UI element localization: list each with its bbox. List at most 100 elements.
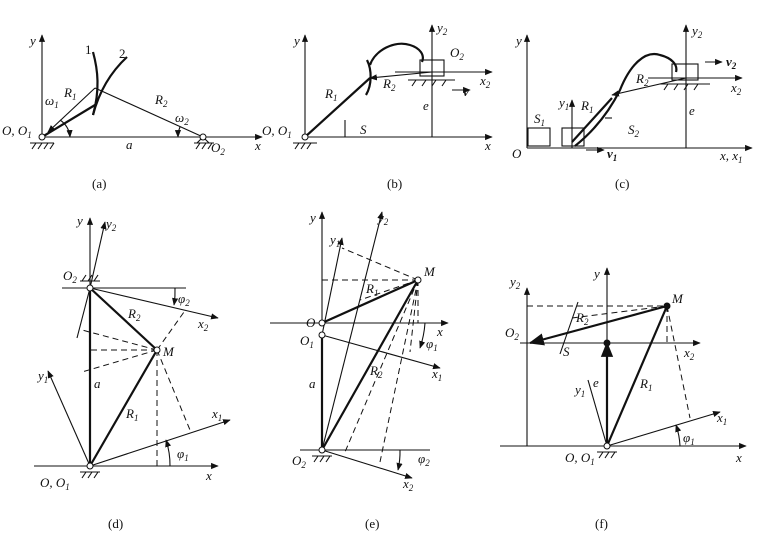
panel-b-label-r1: R1 (324, 86, 337, 103)
panel-f-label-x: x (735, 450, 742, 465)
panel-b-caption: (b) (387, 176, 402, 191)
panel-a-caption: (a) (92, 176, 106, 191)
panel-e: y y1 y2 x x1 x2 O O1 O2 M R1 R2 a φ1 φ2 … (270, 210, 449, 531)
panel-d-label-x2: x2 (197, 316, 209, 333)
panel-c-slider-2 (561, 127, 585, 147)
panel-e-label-o2: O2 (292, 453, 306, 470)
panel-d-label-y1: y1 (36, 368, 48, 385)
panel-a-label-y: y (28, 33, 36, 48)
panel-c-label-v2: v2 (726, 54, 737, 71)
panel-d: y y2 y1 x x1 x2 O, O1 O2 M R1 R2 a φ1 φ2… (34, 213, 231, 531)
panel-c-slider-1 (527, 127, 551, 147)
panel-d-label-a: a (94, 376, 101, 391)
panel-d-label-x: x (205, 468, 212, 483)
panel-e-label-x: x (436, 324, 443, 339)
panel-e-label-phi2: φ2 (418, 451, 430, 468)
panel-d-phi1-arc (165, 439, 172, 467)
panel-e-link-r2 (321, 279, 419, 451)
panel-a-label-omega1: ω1 (45, 93, 59, 110)
panel-a-label-a: a (126, 137, 133, 152)
panel-f-label-o-o1: O, O1 (565, 450, 595, 467)
panel-d-label-y2: y2 (104, 216, 117, 233)
panel-c-label-o: O (512, 146, 522, 161)
panel-d-x1-axis (89, 419, 231, 467)
panel-b: y y2 x x2 O, O1 O2 R1 R2 S e v (b) (262, 20, 493, 191)
panel-e-label-y2: y2 (376, 210, 389, 227)
panel-c-label-s2: S2 (628, 122, 640, 139)
panel-d-phi2-arc (172, 287, 179, 306)
panel-d-link-r2 (89, 287, 158, 351)
panel-b-link-r2 (369, 71, 433, 81)
panel-c-label-y2: y2 (690, 23, 703, 40)
panel-d-label-phi1: φ1 (177, 446, 189, 463)
panel-d-label-o2: O2 (63, 268, 77, 285)
panel-e-label-a: a (309, 376, 316, 391)
panel-f-x1-axis (606, 411, 721, 447)
panel-f-caption: (f) (595, 516, 608, 531)
panel-e-y2-axis (321, 211, 384, 451)
panel-c-label-v1: v1 (607, 146, 617, 163)
panel-b-label-r2: R2 (382, 76, 396, 93)
panel-a-label-omega2: ω2 (175, 110, 189, 127)
panel-e-label-y1: y1 (328, 232, 340, 249)
panel-c-label-x2: x2 (730, 80, 742, 97)
panel-e-label-y: y (308, 210, 316, 225)
panel-c-label-e: e (689, 103, 695, 118)
panel-d-label-r1: R1 (125, 406, 138, 423)
panel-d-label-phi2: φ2 (178, 291, 190, 308)
panel-c-label-x-x1: x, x1 (719, 148, 743, 165)
panel-b-label-y: y (292, 33, 300, 48)
panel-b-label-s: S (360, 122, 367, 137)
panel-b-curve-left (365, 59, 372, 96)
panel-d-ground-o1-icon (80, 471, 100, 479)
panel-c-caption: (c) (615, 176, 629, 191)
panel-c-label-y1: y1 (557, 95, 569, 112)
panel-e-label-o: O (306, 315, 316, 330)
panel-b-label-o2: O2 (450, 45, 464, 62)
panel-b-slider (419, 59, 445, 77)
panel-e-x1-axis (321, 334, 441, 370)
panel-a-link-r1 (41, 104, 96, 138)
panel-a: y x O, O1 O2 R1 R2 ω1 ω2 a 1 2 (a) (2, 33, 263, 191)
panel-f-label-phi1: φ1 (683, 430, 695, 447)
panel-d-label-r2: R2 (127, 306, 141, 323)
panel-b-label-x: x (484, 138, 491, 153)
panel-f-label-m: M (671, 291, 684, 306)
panel-d-label-y: y (75, 213, 83, 228)
panel-e-label-phi1: φ1 (426, 336, 438, 353)
panel-b-label-o-o1: O, O1 (262, 123, 292, 140)
panel-f-label-x1: x1 (716, 410, 727, 427)
panel-c: y y1 y2 x, x1 x2 O S1 S2 R1 R2 e v1 v2 (… (512, 23, 753, 191)
panel-e-label-r1: R1 (365, 281, 378, 298)
panel-f-link-r1 (605, 305, 669, 447)
panel-f-label-y1: y1 (573, 382, 585, 399)
panel-b-label-x2: x2 (479, 73, 491, 90)
panel-f-ground-o1-icon (597, 451, 617, 459)
panel-f-label-s: S (563, 344, 570, 359)
panel-a-label-o2: O2 (211, 140, 225, 157)
panel-e-label-r2: R2 (369, 363, 383, 380)
panel-f-link-r2 (528, 304, 668, 346)
panel-b-label-e: e (423, 98, 429, 113)
panel-e-caption: (e) (365, 516, 379, 531)
panel-b-label-y2: y2 (435, 20, 448, 37)
panel-e-phi1-arc (419, 322, 426, 349)
panel-f-phi1-arc (675, 424, 682, 447)
panel-b-label-v: v (463, 84, 469, 99)
panel-f-label-e: e (593, 375, 599, 390)
panel-e-phi2-arc (396, 449, 403, 471)
panel-b-link-r1 (304, 77, 371, 138)
panel-e-ground-o2-icon (312, 455, 332, 463)
panel-c-link-r2 (611, 77, 687, 97)
panel-c-slider-3 (671, 63, 699, 81)
panel-f-label-r1: R1 (639, 376, 652, 393)
panel-a-label-r1: R1 (63, 85, 76, 102)
panel-a-link-r2 (94, 87, 204, 138)
panel-a-label-o-o1: O, O1 (2, 123, 32, 140)
panel-c-label-r2: R2 (635, 71, 649, 88)
panel-c-label-s1: S1 (534, 111, 545, 128)
panel-e-link-r1 (321, 278, 419, 325)
panel-d-label-m: M (162, 344, 175, 359)
panel-e-y1-axis (321, 237, 344, 336)
panel-f-label-r2: R2 (575, 310, 589, 327)
